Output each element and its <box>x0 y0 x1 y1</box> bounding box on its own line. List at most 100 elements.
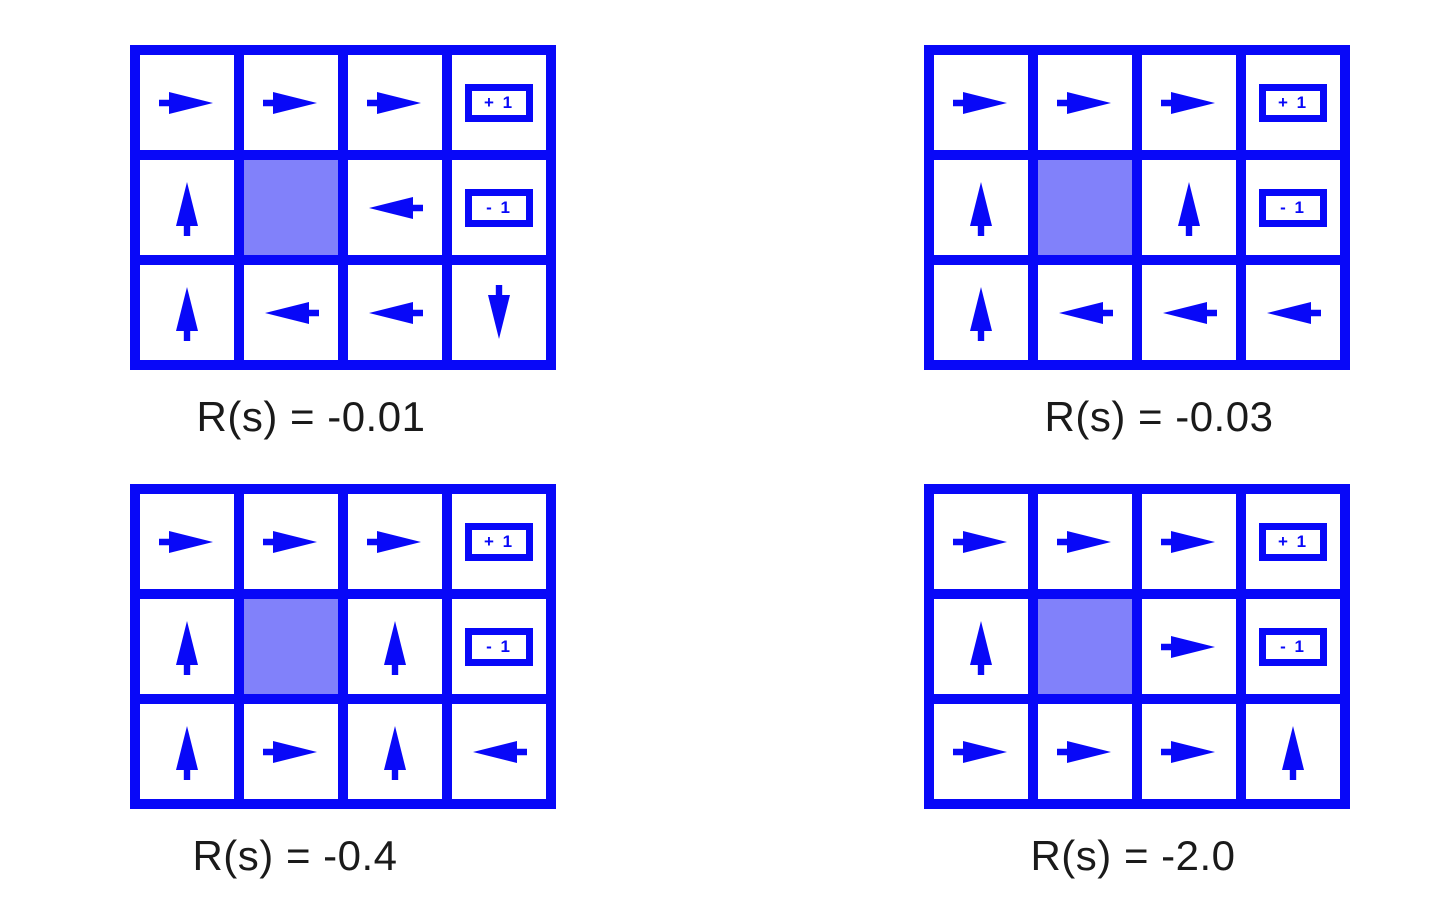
state-cell-r2-c3 <box>452 704 546 799</box>
state-cell-r0-c0 <box>140 494 234 589</box>
arrow-up-icon <box>384 620 406 675</box>
terminal-label: + 1 <box>1277 93 1309 112</box>
wall-cell <box>1038 160 1132 255</box>
policy-grid-1: + 1 - 1 <box>130 45 556 370</box>
state-cell-r2-c0 <box>140 704 234 799</box>
terminal-minus-cell: - 1 <box>1246 160 1340 255</box>
state-cell-r2-c3 <box>452 265 546 360</box>
terminal-label: - 1 <box>1280 198 1306 217</box>
arrow-right-icon <box>953 530 1007 553</box>
state-cell-r0-c2 <box>1142 494 1236 589</box>
arrow-up-icon <box>384 725 406 780</box>
state-cell-r0-c1 <box>244 494 338 589</box>
arrow-right-icon <box>1057 740 1111 763</box>
state-cell-r1-c0 <box>934 599 1028 694</box>
state-cell-r0-c0 <box>934 494 1028 589</box>
terminal-plus-cell: + 1 <box>1246 494 1340 589</box>
terminal-minus-cell: - 1 <box>452 160 546 255</box>
terminal-plus-cell: + 1 <box>1246 55 1340 150</box>
policy-grid-2: + 1 - 1 <box>924 45 1350 370</box>
terminal-label: + 1 <box>483 532 515 551</box>
state-cell-r2-c0 <box>934 265 1028 360</box>
terminal-minus-box: - 1 <box>465 188 533 227</box>
terminal-label: + 1 <box>1277 532 1309 551</box>
state-cell-r1-c0 <box>140 599 234 694</box>
terminal-label: + 1 <box>483 93 515 112</box>
terminal-plus-box: + 1 <box>1259 83 1327 122</box>
state-cell-r2-c3 <box>1246 265 1340 360</box>
arrow-right-icon <box>1057 91 1111 114</box>
arrow-right-icon <box>1161 740 1215 763</box>
state-cell-r2-c2 <box>348 704 442 799</box>
policy-grid-4: + 1 - 1 <box>924 484 1350 809</box>
wall-cell <box>1038 599 1132 694</box>
wall-cell <box>244 599 338 694</box>
state-cell-r2-c1 <box>244 265 338 360</box>
state-cell-r1-c0 <box>934 160 1028 255</box>
arrow-up-icon <box>1282 725 1304 780</box>
arrow-up-icon <box>176 725 198 780</box>
gridworld-block-2: + 1 - 1 R(s) = -0.03 <box>924 45 1350 441</box>
arrow-right-icon <box>159 530 213 553</box>
terminal-minus-box: - 1 <box>465 627 533 666</box>
state-cell-r1-c2 <box>348 599 442 694</box>
arrow-up-icon <box>176 620 198 675</box>
state-cell-r1-c0 <box>140 160 234 255</box>
gridworld-block-4: + 1 - 1 R(s) = -2.0 <box>924 484 1350 880</box>
grid-caption-3: R(s) = -0.4 <box>192 832 398 879</box>
arrow-right-icon <box>953 740 1007 763</box>
arrow-up-icon <box>1178 181 1200 236</box>
arrow-left-icon <box>1267 301 1321 324</box>
arrow-left-icon <box>265 301 319 324</box>
terminal-minus-box: - 1 <box>1259 188 1327 227</box>
arrow-left-icon <box>473 740 527 763</box>
arrow-up-icon <box>970 181 992 236</box>
terminal-label: - 1 <box>486 198 512 217</box>
arrow-right-icon <box>953 91 1007 114</box>
arrow-up-icon <box>970 286 992 341</box>
arrow-left-icon <box>1163 301 1217 324</box>
state-cell-r2-c2 <box>1142 265 1236 360</box>
state-cell-r2-c2 <box>1142 704 1236 799</box>
state-cell-r0-c0 <box>140 55 234 150</box>
state-cell-r0-c1 <box>244 55 338 150</box>
state-cell-r0-c2 <box>348 55 442 150</box>
terminal-minus-cell: - 1 <box>1246 599 1340 694</box>
state-cell-r0-c0 <box>934 55 1028 150</box>
terminal-plus-cell: + 1 <box>452 494 546 589</box>
state-cell-r0-c2 <box>348 494 442 589</box>
state-cell-r2-c2 <box>348 265 442 360</box>
arrow-up-icon <box>176 286 198 341</box>
grid-caption-2: R(s) = -0.03 <box>1044 393 1274 440</box>
state-cell-r2-c0 <box>140 265 234 360</box>
arrow-left-icon <box>369 301 423 324</box>
arrow-right-icon <box>263 740 317 763</box>
arrow-right-icon <box>263 530 317 553</box>
arrow-right-icon <box>367 91 421 114</box>
terminal-plus-box: + 1 <box>1259 522 1327 561</box>
grid-caption-4: R(s) = -2.0 <box>1030 832 1236 879</box>
terminal-plus-box: + 1 <box>465 83 533 122</box>
state-cell-r1-c2 <box>348 160 442 255</box>
arrow-right-icon <box>159 91 213 114</box>
state-cell-r2-c1 <box>1038 265 1132 360</box>
arrow-up-icon <box>970 620 992 675</box>
terminal-plus-cell: + 1 <box>452 55 546 150</box>
state-cell-r0-c2 <box>1142 55 1236 150</box>
state-cell-r0-c1 <box>1038 55 1132 150</box>
state-cell-r2-c3 <box>1246 704 1340 799</box>
state-cell-r1-c2 <box>1142 160 1236 255</box>
grid-caption-1: R(s) = -0.01 <box>196 393 426 440</box>
arrow-right-icon <box>1057 530 1111 553</box>
state-cell-r2-c0 <box>934 704 1028 799</box>
arrow-right-icon <box>1161 635 1215 658</box>
wall-cell <box>244 160 338 255</box>
terminal-label: - 1 <box>486 637 512 656</box>
terminal-label: - 1 <box>1280 637 1306 656</box>
arrow-right-icon <box>1161 530 1215 553</box>
state-cell-r2-c1 <box>1038 704 1132 799</box>
arrow-up-icon <box>176 181 198 236</box>
terminal-minus-cell: - 1 <box>452 599 546 694</box>
gridworld-block-1: + 1 - 1 R(s) = -0.01 <box>130 45 556 441</box>
